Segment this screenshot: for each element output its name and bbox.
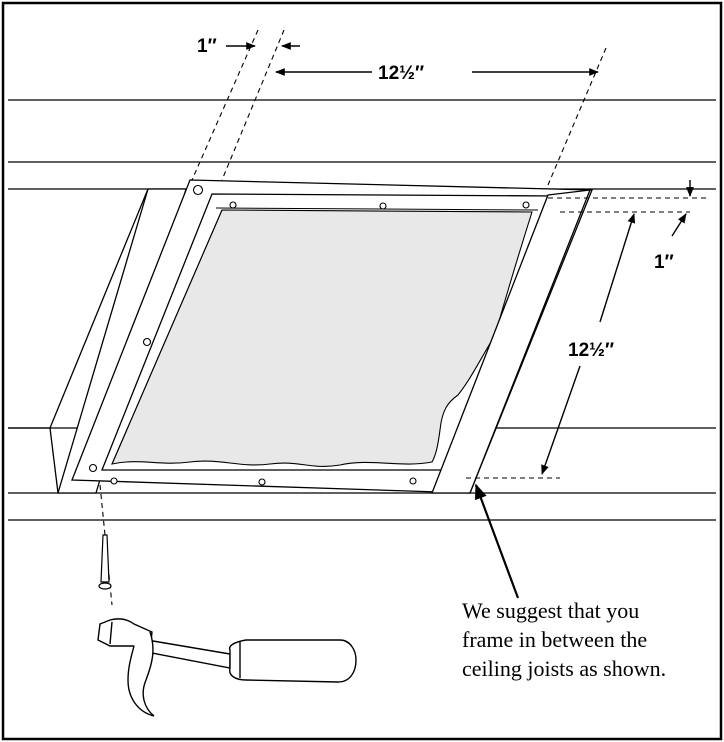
screw-hole bbox=[142, 337, 152, 347]
dim-right-length: 12½″ bbox=[568, 340, 614, 361]
dim-top-width: 12½″ bbox=[378, 63, 424, 84]
dimension-arrows bbox=[226, 42, 694, 599]
note-line-1: We suggest that you bbox=[462, 598, 639, 623]
dim-top-gap: 1″ bbox=[197, 36, 217, 57]
screw-hole bbox=[409, 477, 417, 485]
hammer-icon bbox=[97, 618, 357, 717]
screw-hole bbox=[522, 201, 530, 209]
left-framing-header bbox=[8, 188, 187, 494]
note-line-3: ceiling joists as shown. bbox=[462, 656, 666, 681]
dim-right-gap: 1″ bbox=[654, 252, 674, 273]
screw-hole bbox=[379, 202, 387, 210]
note-line-2: frame in between the bbox=[462, 627, 647, 652]
right-framing-member bbox=[431, 189, 592, 494]
screw-hole bbox=[110, 477, 118, 485]
screw-hole bbox=[229, 201, 237, 209]
panel-inner-edges bbox=[111, 207, 539, 465]
screw-hole bbox=[88, 463, 98, 473]
screw-hole bbox=[192, 184, 204, 196]
screw-hole bbox=[258, 478, 266, 486]
nail-icon bbox=[98, 534, 112, 590]
